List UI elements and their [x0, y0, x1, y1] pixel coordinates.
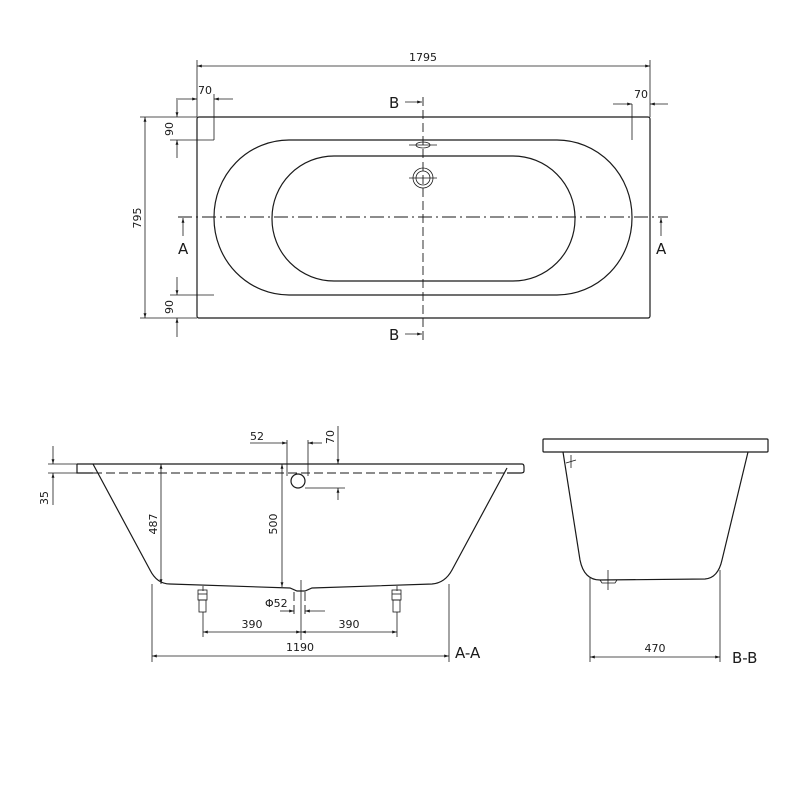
rim-left-edge [76, 464, 93, 474]
foot-left [197, 586, 208, 613]
dimension-bottom-width: 470 [645, 642, 666, 655]
section-bb-view: 470 B-B [542, 438, 769, 667]
section-title-bb: B-B [732, 649, 757, 667]
dimension-drain-diameter: Φ52 [265, 597, 288, 610]
dimension-overflow-width: 52 [250, 430, 264, 443]
dimension-foot-right: 390 [339, 618, 360, 631]
top-view: 1795 70 70 795 90 90 A A B B [131, 51, 668, 344]
rim [542, 438, 769, 453]
dimension-rim-thickness: 35 [38, 491, 51, 505]
dimension-rim-top: 90 [163, 122, 176, 136]
dimension-bottom-length: 1190 [286, 641, 314, 654]
dimension-width: 795 [131, 208, 144, 229]
section-title-aa: A-A [455, 644, 481, 662]
dimension-rim-left: 70 [198, 84, 212, 97]
section-label-b-top: B [389, 94, 399, 112]
section-label-a-left: A [178, 240, 189, 258]
dimension-length: 1795 [409, 51, 437, 64]
dimension-depth-side: 487 [147, 514, 160, 535]
section-label-b-bottom: B [389, 326, 399, 344]
dimension-rim-bottom: 90 [163, 300, 176, 314]
rim [77, 463, 525, 474]
tub-outline [196, 116, 651, 319]
dimension-rim-right: 70 [634, 88, 648, 101]
foot-right [391, 586, 402, 613]
overflow-icon [290, 473, 306, 489]
section-aa-view: 52 70 35 487 500 [38, 426, 525, 662]
dimension-depth-center: 500 [267, 514, 280, 535]
dimension-foot-left: 390 [242, 618, 263, 631]
inner-basin-oval [271, 155, 576, 282]
tub-body-profile [562, 451, 749, 581]
drain-icon [599, 579, 618, 584]
section-label-a-right: A [656, 240, 667, 258]
dimension-overflow-height: 70 [324, 430, 337, 444]
